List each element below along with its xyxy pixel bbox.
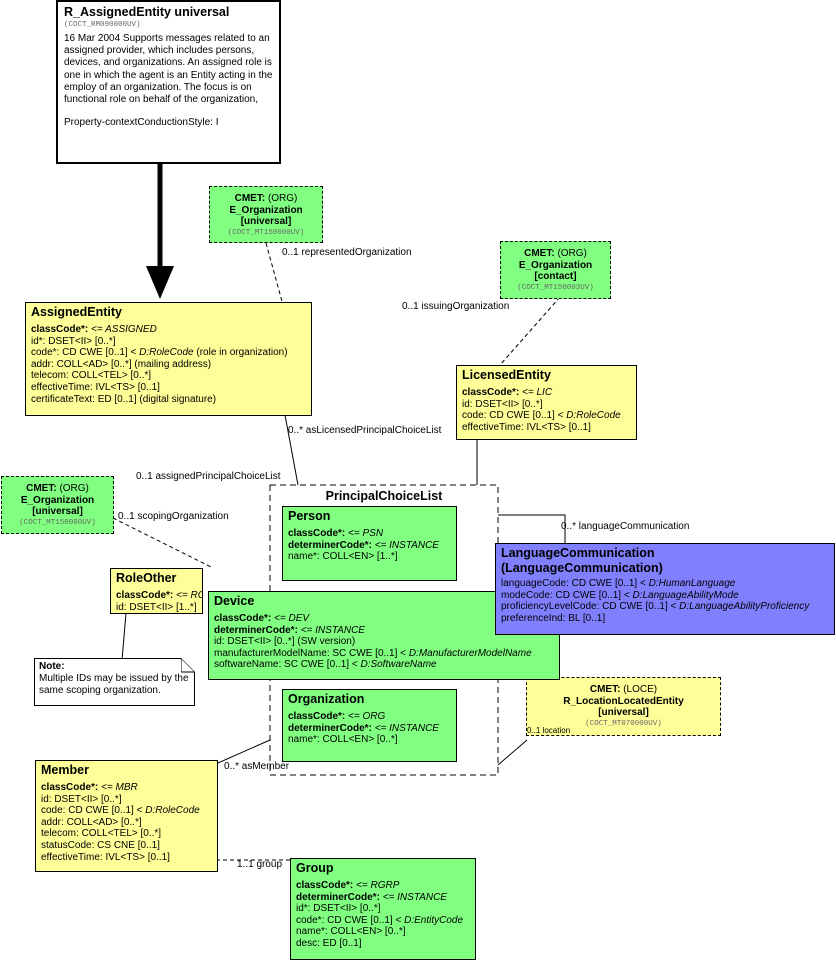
language-communication-title: LanguageCommunication xyxy=(501,546,655,560)
group-title: Group xyxy=(296,861,334,875)
cmet-loce-location[interactable]: CMET: (LOCE) R_LocationLocatedEntity [un… xyxy=(526,677,721,736)
person-class[interactable]: Person classCode*: <= PSN determinerCode… xyxy=(282,506,457,581)
label-issuing-organization: 0..1 issuingOrganization xyxy=(402,301,510,312)
label-scoping-organization: 0..1 scopingOrganization xyxy=(118,511,229,522)
label-language-communication: 0..* languageCommunication xyxy=(561,521,690,532)
generalization-arrow-head xyxy=(146,266,174,299)
principal-choice-list-title: PrincipalChoiceList xyxy=(325,489,443,503)
line-scoping-organization xyxy=(112,517,214,569)
role-other-attributes: classCode*: <= ROL id: DSET<II> [1..*] xyxy=(116,590,202,613)
assigned-entity-attributes: classCode*: <= ASSIGNED id*: DSET<II> [0… xyxy=(31,324,288,405)
cmet-org-universal-top[interactable]: CMET: (ORG) E_Organization [universal] (… xyxy=(209,186,323,243)
language-communication-attributes: languageCode: CD CWE [0..1] < D:HumanLan… xyxy=(501,578,810,624)
cmet-org-universal-left[interactable]: CMET: (ORG) E_Organization [universal] (… xyxy=(1,476,114,534)
label-as-licensed-principal-choice-list: 0..* asLicensedPrincipalChoiceList xyxy=(288,425,442,436)
person-title: Person xyxy=(288,509,331,523)
header-description: 16 Mar 2004 Supports messages related to… xyxy=(64,33,273,106)
assigned-entity-title: AssignedEntity xyxy=(31,305,122,319)
licensed-entity-class[interactable]: LicensedEntity classCode*: <= LIC id: DS… xyxy=(456,365,637,440)
language-communication-subtitle: (LanguageCommunication) xyxy=(501,561,663,575)
member-title: Member xyxy=(41,763,89,777)
label-assigned-principal-choice-list: 0..1 assignedPrincipalChoiceList xyxy=(136,471,281,482)
label-represented-organization: 0..1 representedOrganization xyxy=(282,247,412,258)
licensed-entity-attributes: classCode*: <= LIC id: DSET<II> [0..*] c… xyxy=(462,387,621,433)
licensed-entity-title: LicensedEntity xyxy=(462,368,551,382)
cmet-org-contact[interactable]: CMET: (ORG) E_Organization [contact] (CO… xyxy=(500,241,611,299)
organization-attributes: classCode*: <= ORG determinerCode*: <= I… xyxy=(288,711,439,746)
note-corner-fold xyxy=(181,658,196,673)
role-other-class[interactable]: RoleOther classCode*: <= ROL id: DSET<II… xyxy=(110,568,203,614)
note-title: Note: xyxy=(39,661,65,672)
label-group: 1..1 group xyxy=(237,859,283,870)
header-code: (COCT_RM090000UV) xyxy=(64,21,141,29)
header-style: Property-contextConductionStyle: I xyxy=(64,117,219,129)
language-communication-class[interactable]: LanguageCommunication (LanguageCommunica… xyxy=(495,543,835,635)
line-language-communication xyxy=(498,514,566,543)
device-attributes: classCode*: <= DEV determinerCode*: <= I… xyxy=(214,613,532,671)
organization-class[interactable]: Organization classCode*: <= ORG determin… xyxy=(282,689,457,762)
header-box: R_AssignedEntity universal (COCT_RM09000… xyxy=(56,0,281,164)
label-location: 0..1 location xyxy=(527,726,571,735)
person-attributes: classCode*: <= PSN determinerCode*: <= I… xyxy=(288,528,439,563)
member-class[interactable]: Member classCode*: <= MBR id: DSET<II> [… xyxy=(35,760,218,872)
line-as-member xyxy=(217,739,271,764)
header-title: R_AssignedEntity universal xyxy=(64,5,230,19)
group-class[interactable]: Group classCode*: <= RGRP determinerCode… xyxy=(290,858,476,960)
line-location xyxy=(497,739,528,766)
member-attributes: classCode*: <= MBR id: DSET<II> [0..*] c… xyxy=(41,782,200,863)
role-other-title: RoleOther xyxy=(116,571,177,585)
assigned-entity-class[interactable]: AssignedEntity classCode*: <= ASSIGNED i… xyxy=(25,302,312,416)
group-attributes: classCode*: <= RGRP determinerCode*: <= … xyxy=(296,880,464,949)
note-text: Multiple IDs may be issued by the same s… xyxy=(39,673,189,696)
label-as-member: 0..* asMember xyxy=(224,761,290,772)
note-box: Note: Multiple IDs may be issued by the … xyxy=(34,658,195,706)
device-title: Device xyxy=(214,594,255,608)
organization-title: Organization xyxy=(288,692,365,706)
line-represented-organization xyxy=(265,242,284,306)
